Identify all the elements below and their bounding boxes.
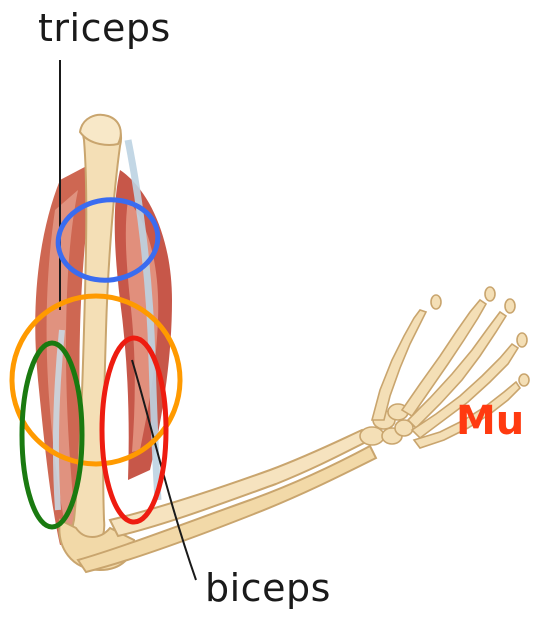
cropped-red-caption: Mu: [456, 398, 524, 444]
ulna-bone: [78, 446, 376, 572]
fingertip: [517, 333, 527, 347]
forearm-bones: [78, 430, 376, 572]
fingertip: [519, 374, 529, 386]
fingertip: [431, 295, 441, 309]
triceps-label: triceps: [38, 6, 171, 50]
carpal-bone: [360, 427, 384, 445]
biceps-label: biceps: [205, 566, 331, 610]
fingertip: [505, 299, 515, 313]
fingertip: [485, 287, 495, 301]
